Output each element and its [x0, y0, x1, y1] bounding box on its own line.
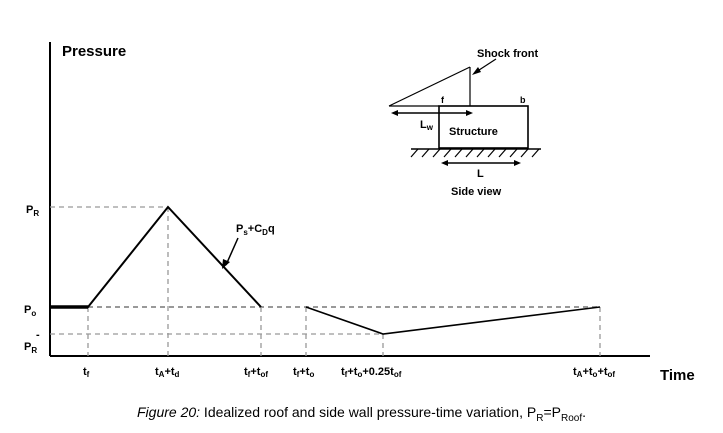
reference-lines: [50, 206, 601, 356]
side-wall-pressure-curve: [305, 306, 601, 335]
figure-caption: Figure 20: Idealized roof and side wall …: [0, 404, 723, 424]
l-arrow-right-head: [514, 160, 521, 166]
x-label-ta-to-tof: tA+to+tof: [573, 366, 615, 379]
shock-front-pointer-head: [472, 67, 481, 75]
back-face-label: b: [520, 95, 526, 105]
x-label-ta-td: tA+td: [155, 366, 180, 379]
lw-label: Lw: [420, 119, 434, 132]
y-label-pr: PR: [26, 204, 39, 218]
x-axis-title: Time: [660, 367, 695, 384]
caption-prefix: Figure 20:: [137, 404, 201, 420]
side-view-label: Side view: [451, 186, 502, 198]
y-label-pr-minus-sup: -: [36, 329, 40, 341]
shock-front-label: Shock front: [477, 48, 538, 60]
structure-label: Structure: [449, 126, 498, 138]
shock-front-slope: [388, 66, 471, 107]
caption-end: .: [582, 404, 586, 420]
ground-hatch: [410, 148, 540, 158]
x-label-tf: tf: [83, 366, 90, 379]
x-label-tf-to-quarter-tof: tf+to+0.25tof: [341, 366, 402, 379]
curve-label-arrow: [225, 237, 239, 266]
x-label-tf-to: tf+to: [293, 366, 314, 379]
x-label-tf-tof: tf+tof: [244, 366, 268, 379]
curve-label-ps-cdq: Ps+CDq: [236, 223, 275, 237]
side-view-inset: Shock front f b Lw Structure L Side view: [388, 48, 541, 198]
lw-arrow-left-head: [391, 110, 398, 116]
y-label-po: Po: [24, 304, 36, 318]
structure-box: [438, 105, 529, 149]
caption-text: Idealized roof and side wall pressure-ti…: [200, 404, 537, 420]
curve-label-arrowhead: [222, 259, 230, 269]
lw-arrow-right-head: [466, 110, 473, 116]
front-face-label: f: [441, 95, 445, 105]
caption-sub-r: R: [536, 412, 544, 424]
length-label: L: [477, 168, 484, 180]
y-axis-title: Pressure: [62, 43, 126, 60]
caption-eq: =P: [543, 404, 561, 420]
caption-sub-roof: Roof: [560, 412, 583, 424]
y-label-pr-minus: PR: [24, 341, 37, 355]
l-arrow-left-head: [441, 160, 448, 166]
